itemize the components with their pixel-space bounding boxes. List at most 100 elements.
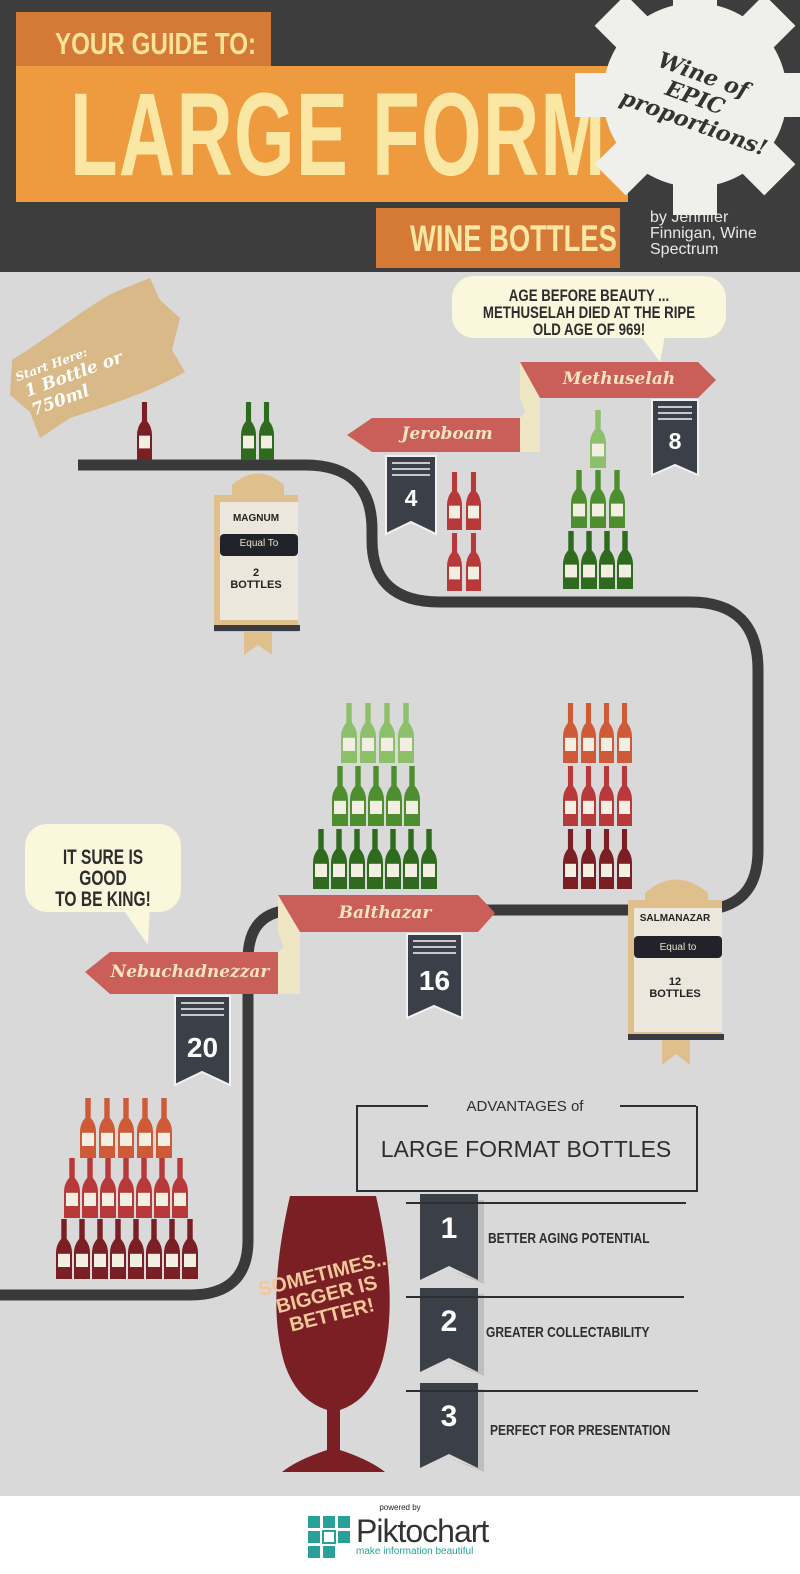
balthazar-bottle-icon (403, 829, 419, 889)
salmanazar-card-content: SALMANAZAR Equal to 12 BOTTLES (628, 900, 722, 1040)
single-bottle-icon (137, 402, 152, 460)
magnum-bottle-icon (241, 402, 256, 460)
balthazar-bottle-icon (386, 766, 402, 826)
author-credit: by Jennifer Finnigan, Wine Spectrum (650, 209, 757, 258)
guide-label-box (16, 12, 271, 76)
nebuchadnezzar-bottle-icon (80, 1098, 96, 1158)
balthazar-bottle-icon (341, 703, 357, 763)
balthazar-bottle-icon (349, 829, 365, 889)
nebuchadnezzar-bottle-icon (64, 1158, 80, 1218)
balthazar-bottle-icon (350, 766, 366, 826)
piktochart-brand[interactable]: Piktochart (356, 1513, 489, 1549)
nebuchadnezzar-banner (85, 932, 300, 994)
jeroboam-count-flag (385, 455, 437, 536)
salmanazar-title: SALMANAZAR (639, 913, 711, 924)
salmanazar-bottle-icon (581, 829, 596, 889)
king-bubble-tail (120, 905, 150, 945)
methuselah-bubble-line2: METHUSELAH DIED AT THE RIPE (482, 303, 696, 322)
salmanazar-bottle-icon (599, 703, 614, 763)
advantage-num-2: 2 (440, 1305, 458, 1338)
magnum-equal-label: Equal To (239, 538, 279, 549)
nebuchadnezzar-bottle-icon (118, 1098, 134, 1158)
jeroboam-bottle-icon (466, 472, 481, 530)
road (0, 459, 764, 1301)
methuselah-bottle-icon (571, 470, 587, 528)
methuselah-bottle-icon (590, 470, 606, 528)
balthazar-label: Balthazar (338, 903, 432, 923)
salmanazar-value-num: 12 (668, 976, 682, 988)
balthazar-bottle-icon (332, 766, 348, 826)
advantage-label-2: GREATER COLLECTABILITY (486, 1324, 650, 1341)
jeroboam-bottle-icon (466, 533, 481, 591)
road-scene (0, 278, 764, 1472)
advantage-flag-3 (420, 1383, 484, 1472)
nebuchadnezzar-bottle-icon (128, 1219, 144, 1279)
balthazar-bottle-icon (385, 829, 401, 889)
nebuchadnezzar-bottle-icon (182, 1219, 198, 1279)
salmanazar-bottle-icon (617, 766, 632, 826)
magnum-bottle-icon (259, 402, 274, 460)
magnum-card (214, 473, 300, 655)
advantage-flag-2 (420, 1288, 484, 1376)
balthazar-bottle-icon (367, 829, 383, 889)
nebuchadnezzar-bottle-icon (74, 1219, 90, 1279)
nebuchadnezzar-bottle-icon (99, 1098, 115, 1158)
nebuchadnezzar-bottle-icon (56, 1219, 72, 1279)
footer (0, 1496, 800, 1574)
methuselah-count: 8 (668, 428, 682, 454)
advantages-frame-top-left (356, 1105, 428, 1107)
balthazar-bottle-icon (379, 703, 395, 763)
headline-box (16, 66, 628, 202)
piktochart-tagline: make information beautiful (356, 1546, 474, 1557)
gear-icon (575, 0, 800, 215)
salmanazar-bottle-icon (617, 829, 632, 889)
advantage-num-3: 3 (440, 1400, 458, 1433)
advantage-label-1: BETTER AGING POTENTIAL (488, 1230, 650, 1247)
advantages-frame-top-right (620, 1105, 696, 1107)
balthazar-bottle-icon (331, 829, 347, 889)
methuselah-count-flag (651, 399, 699, 477)
magnum-card-content: MAGNUM Equal To 2 BOTTLES (214, 495, 298, 632)
salmanazar-equal-label: Equal to (659, 942, 697, 953)
salmanazar-bottle-icon (563, 766, 578, 826)
advantage-flag-1 (420, 1194, 484, 1284)
magnum-title: MAGNUM (232, 513, 280, 524)
nebuchadnezzar-bottle-icon (82, 1158, 98, 1218)
methuselah-bottle-icon (617, 531, 633, 589)
nebuchadnezzar-bottle-icon (100, 1158, 116, 1218)
methuselah-bubble-tail (640, 335, 665, 362)
subheadline: WINE BOTTLES (410, 218, 617, 259)
methuselah-bubble-line1: AGE BEFORE BEAUTY ... (508, 286, 670, 305)
balthazar-bottle-icon (398, 703, 414, 763)
balthazar-count-flag (406, 933, 463, 1020)
nebuchadnezzar-bottle-icon (92, 1219, 108, 1279)
salmanazar-bottle-icon (617, 703, 632, 763)
king-bubble: IT SURE IS GOOD TO BE KING! (25, 824, 181, 912)
balthazar-bottle-icon (421, 829, 437, 889)
methuselah-bottle-icon (581, 531, 597, 589)
nebuchadnezzar-bottle-icon (154, 1158, 170, 1218)
advantages-subtitle: LARGE FORMAT BOTTLES (380, 1136, 672, 1162)
king-bubble-line1: IT SURE IS GOOD (62, 846, 144, 890)
magnum-value-unit: BOTTLES (230, 579, 282, 591)
nebuchadnezzar-bottle-icon (137, 1098, 153, 1158)
methuselah-bubble-line3: OLD AGE OF 969! (532, 320, 646, 339)
jeroboam-count: 4 (404, 485, 418, 511)
balthazar-bottle-icon (404, 766, 420, 826)
salmanazar-bottle-icon (599, 829, 614, 889)
nebuchadnezzar-count: 20 (186, 1032, 219, 1063)
advantage-num-1: 1 (440, 1212, 458, 1245)
methuselah-bottle-icon (563, 531, 579, 589)
nebuchadnezzar-label: Nebuchadnezzar (110, 962, 270, 982)
advantage-divider-3 (406, 1390, 698, 1392)
methuselah-label: Methuselah (562, 369, 676, 389)
nebuchadnezzar-bottle-icon (118, 1158, 134, 1218)
advantages-frame (356, 1106, 698, 1192)
salmanazar-value-unit: BOTTLES (649, 988, 701, 1000)
salmanazar-bottle-icon (563, 703, 578, 763)
magnum-value-num: 2 (252, 567, 260, 579)
powered-by-label: powered by (379, 1503, 421, 1512)
king-bubble-line2: TO BE KING! (55, 888, 151, 911)
nebuchadnezzar-bottle-icon (136, 1158, 152, 1218)
balthazar-bottle-icon (360, 703, 376, 763)
